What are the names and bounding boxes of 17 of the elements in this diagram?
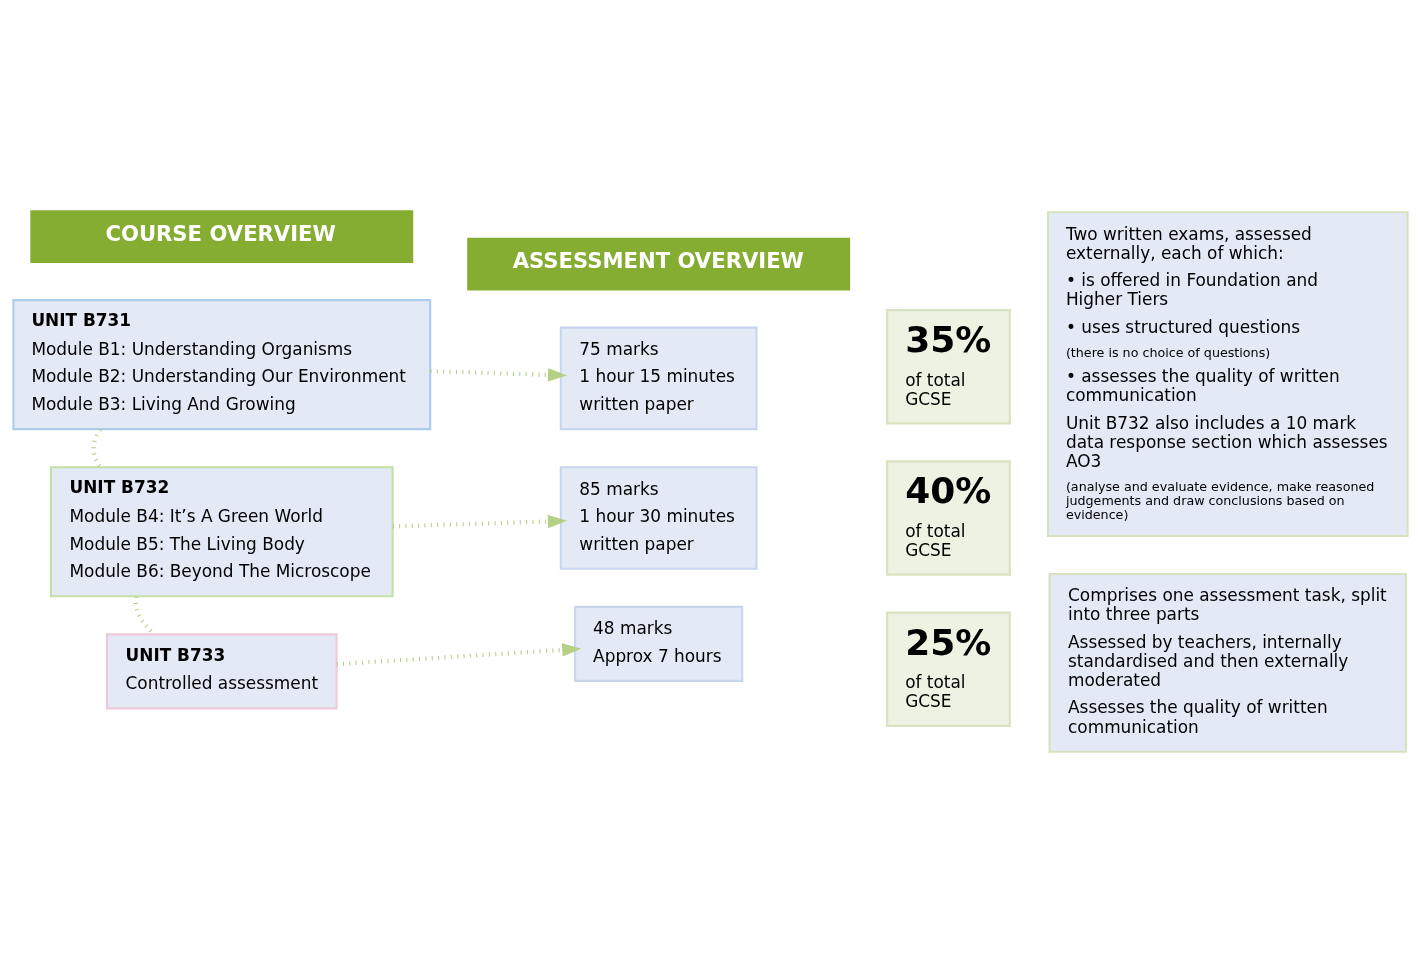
node-box: UNIT B731 Module B1: Understanding Organisms Module B2: Understanding Our Environment Module B3: Living And Growing	[12, 298, 432, 430]
node-box: 35% of total GCSE	[886, 308, 1011, 424]
node-box: 48 marks Approx 7 hours	[574, 605, 744, 682]
node-box: ASSESSMENT OVERVIEW	[467, 237, 851, 291]
node-box: 40% of total GCSE	[886, 459, 1011, 576]
node-box: Comprises one assessment task, split into three parts Assessed by teachers, internally standardised and then externally moderated Assesses the quality of written communication	[1048, 572, 1408, 753]
node-box: COURSE OVERVIEW	[30, 209, 414, 263]
arrow	[430, 367, 568, 382]
node-box: UNIT B732 Module B4: It’s A Green World Module B5: The Living Body Module B6: Beyond The Microscope	[49, 465, 394, 597]
arrow	[336, 642, 582, 666]
connector	[91, 427, 103, 468]
arrow	[392, 514, 567, 528]
node-box: 25% of total GCSE	[886, 611, 1011, 727]
node-box: Two written exams, assessed externally, each of which: • is offered in Foundation and Higher Tiers • uses structured questions (there is no choice of questions) • assesses the quality of written communication Unit B732 also includes a 10 mark data response section which assesses AO3 (analyse and evaluate evidence, make reasoned judgements and draw conclusions based on evidence)	[1046, 210, 1409, 537]
node-box: UNIT B733 Controlled assessment	[105, 632, 338, 709]
node-box: 85 marks 1 hour 30 minutes written paper	[559, 465, 758, 570]
node-box: 75 marks 1 hour 15 minutes written paper	[559, 326, 758, 430]
